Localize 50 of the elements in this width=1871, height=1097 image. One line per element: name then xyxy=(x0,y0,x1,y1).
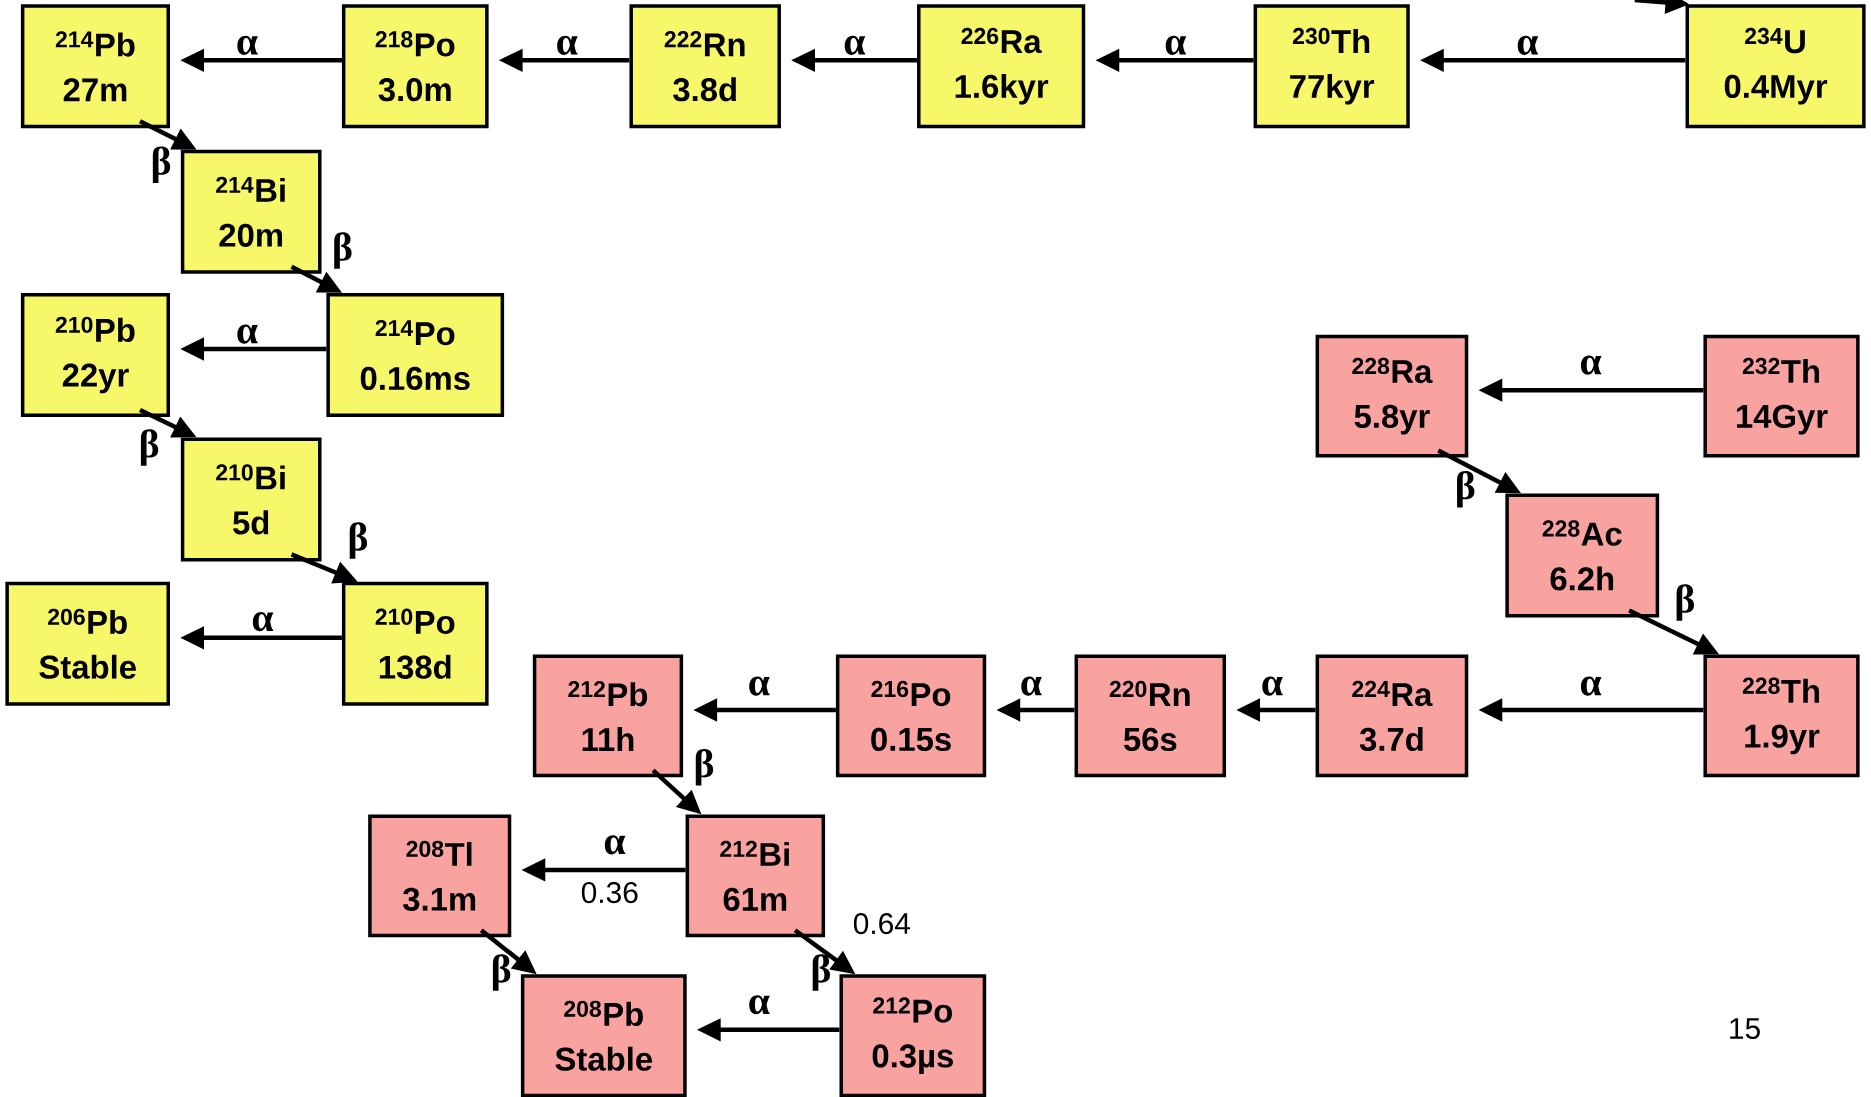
edge-label: α xyxy=(749,676,770,696)
edge-label: α xyxy=(237,35,258,55)
edge-label: β xyxy=(1457,471,1475,508)
nuclide-box: $^{210}$Pb 22yr xyxy=(20,293,170,417)
nuclide-box: $^{214}$Bi 20m xyxy=(180,149,322,274)
nuclide-box: $^{232}$Th 14Gyr xyxy=(1703,334,1860,458)
edge-label: β xyxy=(152,146,171,183)
nuclide-box: $^{216}$Po 0.15s xyxy=(835,654,987,778)
nuclide-box: $^{220}$Rn 56s xyxy=(1074,654,1227,778)
nuclide-box: $^{210}$Po 138d xyxy=(341,581,489,706)
nuclide-box: $^{208}$Pb Stable xyxy=(520,974,687,1097)
edge-label: α xyxy=(1262,676,1283,696)
nuclide-box: $^{212}$Bi 61m xyxy=(685,814,826,938)
edge-label: α xyxy=(844,35,866,55)
edge-label: β xyxy=(1676,584,1694,621)
edge-label: α xyxy=(1021,676,1042,696)
nuclide-box: $^{212}$Po 0.3µs xyxy=(839,974,987,1097)
edge-label: α xyxy=(237,324,258,344)
nuclide-box: $^{206}$Pb Stable xyxy=(5,581,170,706)
nuclide-box: $^{234}$U 0.4Myr xyxy=(1685,4,1866,129)
edge-label: α xyxy=(604,835,626,855)
nuclide-box: $^{208}$Tl 3.1m xyxy=(368,814,512,938)
edge-label: β xyxy=(812,954,831,991)
branching-ratio: 0.64 xyxy=(853,913,910,935)
edge-label: β xyxy=(695,749,714,786)
nuclide-box: $^{212}$Pb 11h xyxy=(532,654,684,778)
edge-label: α xyxy=(1517,35,1539,55)
nuclide-box: $^{214}$Po 0.16ms xyxy=(326,293,505,417)
edge-label: α xyxy=(557,35,578,55)
edge-label: β xyxy=(492,954,511,991)
nuclide-box: $^{222}$Rn 3.8d xyxy=(629,4,781,129)
nuclide-box: $^{230}$Th 77kyr xyxy=(1253,4,1410,129)
edge-label: α xyxy=(1580,676,1602,696)
page-number: 15 xyxy=(1730,1018,1760,1039)
edge-label: α xyxy=(749,995,770,1015)
edge-label: β xyxy=(349,522,368,559)
edge-label: α xyxy=(1165,35,1187,55)
nuclide-box: $^{228}$Ac 6.2h xyxy=(1505,493,1660,618)
edge-label: β xyxy=(140,429,159,466)
nuclide-box: $^{214}$Pb 27m xyxy=(20,4,170,129)
nuclide-box: $^{218}$Po 3.0m xyxy=(341,4,489,129)
edge-label: α xyxy=(252,612,274,632)
nuclide-box: $^{224}$Ra 3.7d xyxy=(1315,654,1469,778)
nuclide-box: $^{228}$Ra 5.8yr xyxy=(1315,334,1469,458)
nuclide-box: $^{210}$Bi 5d xyxy=(180,437,322,562)
nuclide-box: $^{226}$Ra 1.6kyr xyxy=(917,4,1086,129)
nuclide-box: $^{228}$Th 1.9yr xyxy=(1703,654,1860,778)
edge-label: α xyxy=(1580,355,1602,375)
edge-label: β xyxy=(334,232,352,269)
branching-ratio: 0.36 xyxy=(581,881,638,904)
